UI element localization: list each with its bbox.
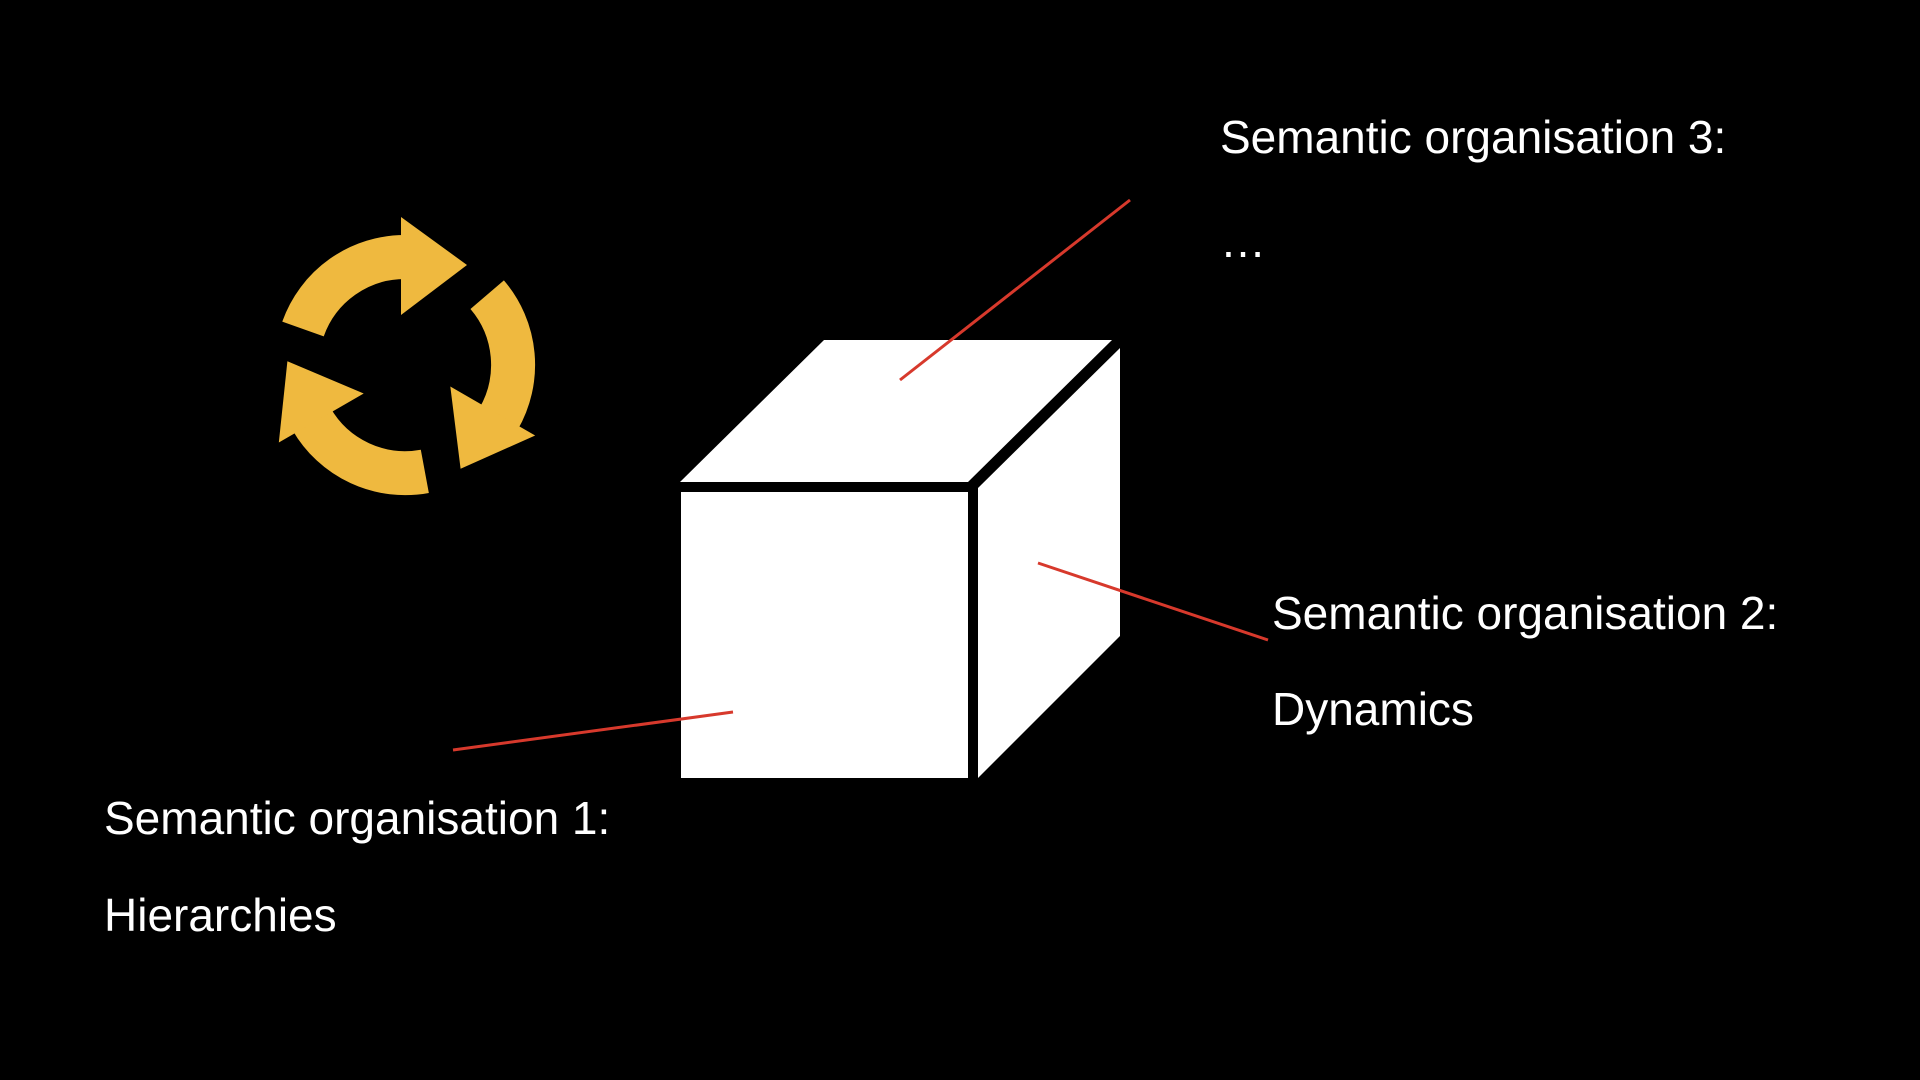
organisation-1-detail: Hierarchies — [104, 889, 337, 941]
cycle-arrows-icon — [278, 217, 536, 496]
organisation-3-detail: … — [1220, 215, 1266, 267]
organisation-2-detail: Dynamics — [1272, 683, 1474, 735]
organisation-1-title: Semantic organisation 1: — [104, 792, 611, 844]
cube-side-face — [978, 348, 1120, 778]
cycle-arrow-segment — [450, 280, 536, 469]
cube-front-face — [681, 492, 968, 778]
cube-top-face — [680, 340, 1112, 482]
connector-line-organisation-1 — [452, 710, 734, 752]
connector-line-organisation-3 — [899, 198, 1131, 382]
cycle-arrow-segment — [282, 217, 467, 338]
organisation-3-title: Semantic organisation 3: — [1220, 111, 1727, 163]
cube-icon — [680, 340, 1120, 778]
organisation-2-title: Semantic organisation 2: — [1272, 587, 1779, 639]
connector-line-organisation-2 — [1037, 561, 1269, 642]
cycle-arrow-segment — [278, 361, 429, 496]
